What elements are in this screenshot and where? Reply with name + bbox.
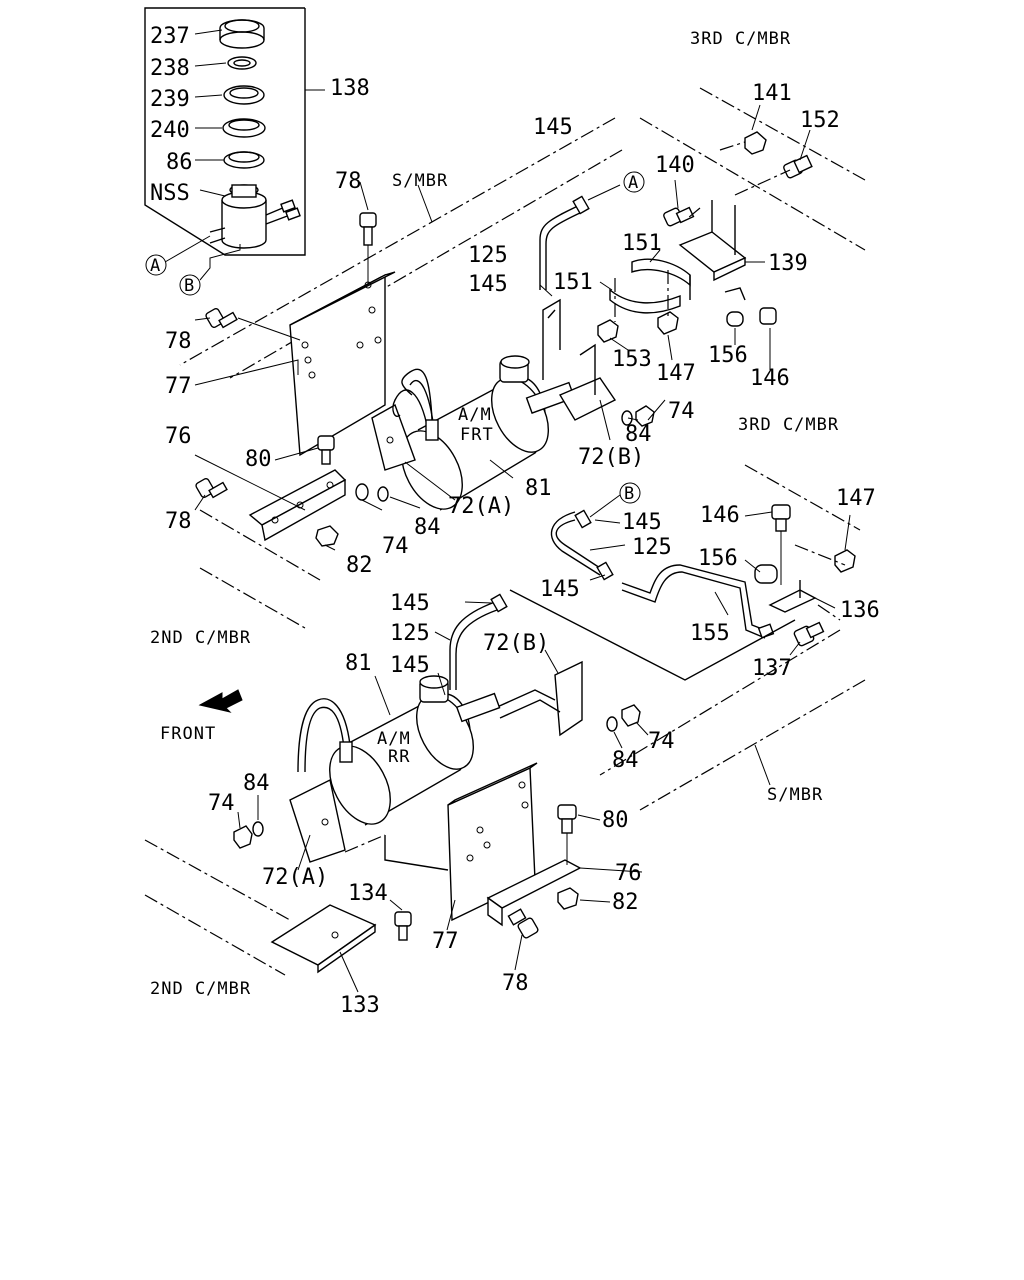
label-84-c: 84 (612, 748, 639, 773)
mid-right-pipe-group (550, 494, 856, 656)
label-86: 86 (166, 150, 193, 175)
label-s-mbr-top: S/MBR (392, 171, 448, 191)
callout-b: B (184, 276, 195, 296)
upper-right-bracket-group (597, 104, 813, 370)
part-number-labels: 237 238 239 240 86 NSS 138 A B 3RD C/MBR… (145, 24, 880, 1018)
callout-b-2: B (624, 484, 635, 504)
label-139: 139 (768, 251, 808, 276)
label-81-a: 81 (525, 476, 552, 501)
label-am-rr-line2: RR (388, 747, 410, 767)
label-80-a: 80 (245, 447, 272, 472)
label-74-c: 74 (648, 729, 675, 754)
label-145-f: 145 (390, 653, 430, 678)
label-72b-bot: 72(B) (483, 631, 549, 656)
label-am-rr-line1: A/M (377, 729, 411, 749)
label-240: 240 (150, 118, 190, 143)
label-155: 155 (690, 621, 730, 646)
label-138: 138 (330, 76, 370, 101)
label-147-a: 147 (656, 361, 696, 386)
label-72a-top: 72(A) (448, 494, 514, 519)
label-145-b: 145 (468, 272, 508, 297)
label-76-b: 76 (615, 861, 642, 886)
label-84-d: 84 (243, 771, 270, 796)
label-137: 137 (752, 656, 792, 681)
label-72a-bot: 72(A) (262, 865, 328, 890)
label-nss: NSS (150, 181, 190, 206)
label-237: 237 (150, 24, 190, 49)
label-147-b: 147 (836, 486, 876, 511)
callout-a-circle-2 (623, 171, 645, 193)
label-146-b: 146 (700, 503, 740, 528)
label-146-a: 146 (750, 366, 790, 391)
label-82-b: 82 (612, 890, 639, 915)
label-84-a: 84 (625, 422, 652, 447)
label-3rd-c-mbr-top: 3RD C/MBR (690, 29, 791, 49)
label-3rd-c-mbr-mid: 3RD C/MBR (738, 415, 839, 435)
label-am-frt-line2: FRT (460, 425, 494, 445)
label-82-a: 82 (346, 553, 373, 578)
label-145-e: 145 (390, 591, 430, 616)
label-77-a: 77 (165, 374, 192, 399)
label-2nd-c-mbr-bot: 2ND C/MBR (150, 979, 251, 999)
label-74-a: 74 (668, 399, 695, 424)
label-81-b: 81 (345, 651, 372, 676)
label-153: 153 (612, 347, 652, 372)
label-140: 140 (655, 153, 695, 178)
label-84-b: 84 (414, 515, 441, 540)
label-141: 141 (752, 81, 792, 106)
label-front: FRONT (160, 724, 216, 744)
label-78-c: 78 (165, 509, 192, 534)
label-145-c: 145 (622, 510, 662, 535)
label-am-frt-line1: A/M (458, 405, 492, 425)
label-156-a: 156 (708, 343, 748, 368)
label-136: 136 (840, 598, 880, 623)
label-133: 133 (340, 993, 380, 1018)
label-74-d: 74 (208, 791, 235, 816)
label-145-a: 145 (533, 115, 573, 140)
label-125-c: 125 (390, 621, 430, 646)
label-76-a: 76 (165, 424, 192, 449)
rear-air-tank-assembly (198, 589, 796, 993)
reservoir-exploded-box (144, 7, 325, 281)
label-239: 239 (150, 87, 190, 112)
label-s-mbr-bot: S/MBR (767, 785, 823, 805)
label-78-a: 78 (335, 169, 362, 194)
label-134: 134 (348, 881, 388, 906)
label-72b-top: 72(B) (578, 445, 644, 470)
label-125-b: 125 (632, 535, 672, 560)
label-151-a: 151 (622, 231, 662, 256)
callout-a-circle (145, 254, 167, 276)
label-2nd-c-mbr-top: 2ND C/MBR (150, 628, 251, 648)
label-152: 152 (800, 108, 840, 133)
label-74-b: 74 (382, 534, 409, 559)
callout-b-circle-2 (619, 482, 641, 504)
label-78-b: 78 (165, 329, 192, 354)
label-125-a: 125 (468, 243, 508, 268)
label-145-d: 145 (540, 577, 580, 602)
label-78-d: 78 (502, 971, 529, 996)
frame-member-lines (144, 87, 866, 976)
front-arrow-icon (198, 689, 243, 713)
label-238: 238 (150, 56, 190, 81)
label-156-b: 156 (698, 546, 738, 571)
callout-a-2: A (628, 173, 639, 193)
label-151-b: 151 (553, 270, 593, 295)
front-air-tank-assembly (194, 181, 666, 551)
label-77-b: 77 (432, 929, 459, 954)
callout-b-circle (179, 274, 201, 296)
callout-a: A (150, 256, 161, 276)
label-80-b: 80 (602, 808, 629, 833)
